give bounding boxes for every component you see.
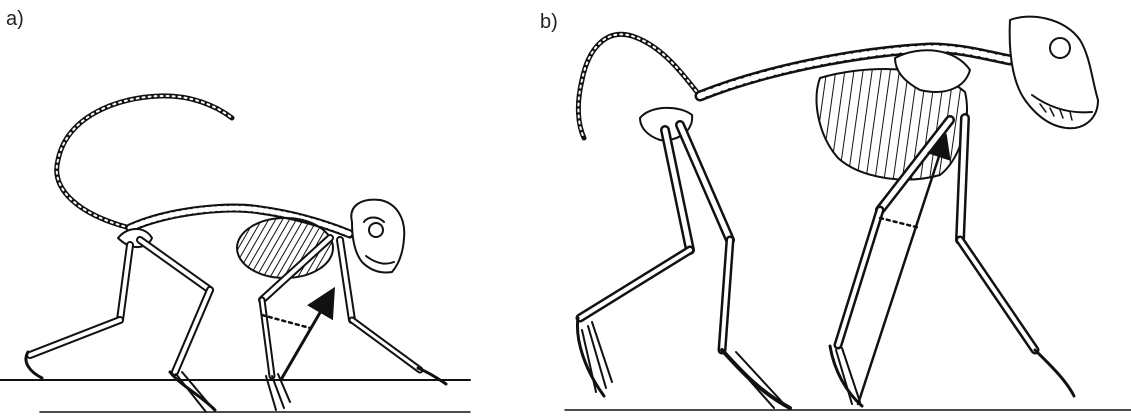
hand-b-back	[830, 346, 862, 406]
skull-a	[351, 200, 404, 273]
lever-dotted-a	[262, 315, 310, 328]
panel-b-skeleton	[565, 17, 1131, 410]
force-arrow-a	[282, 292, 332, 378]
skull-b	[1010, 17, 1098, 129]
panel-a-skeleton	[0, 96, 470, 412]
hand-b-front	[1035, 350, 1074, 396]
lever-dotted-b	[880, 218, 920, 228]
hand-a-front	[418, 368, 446, 384]
